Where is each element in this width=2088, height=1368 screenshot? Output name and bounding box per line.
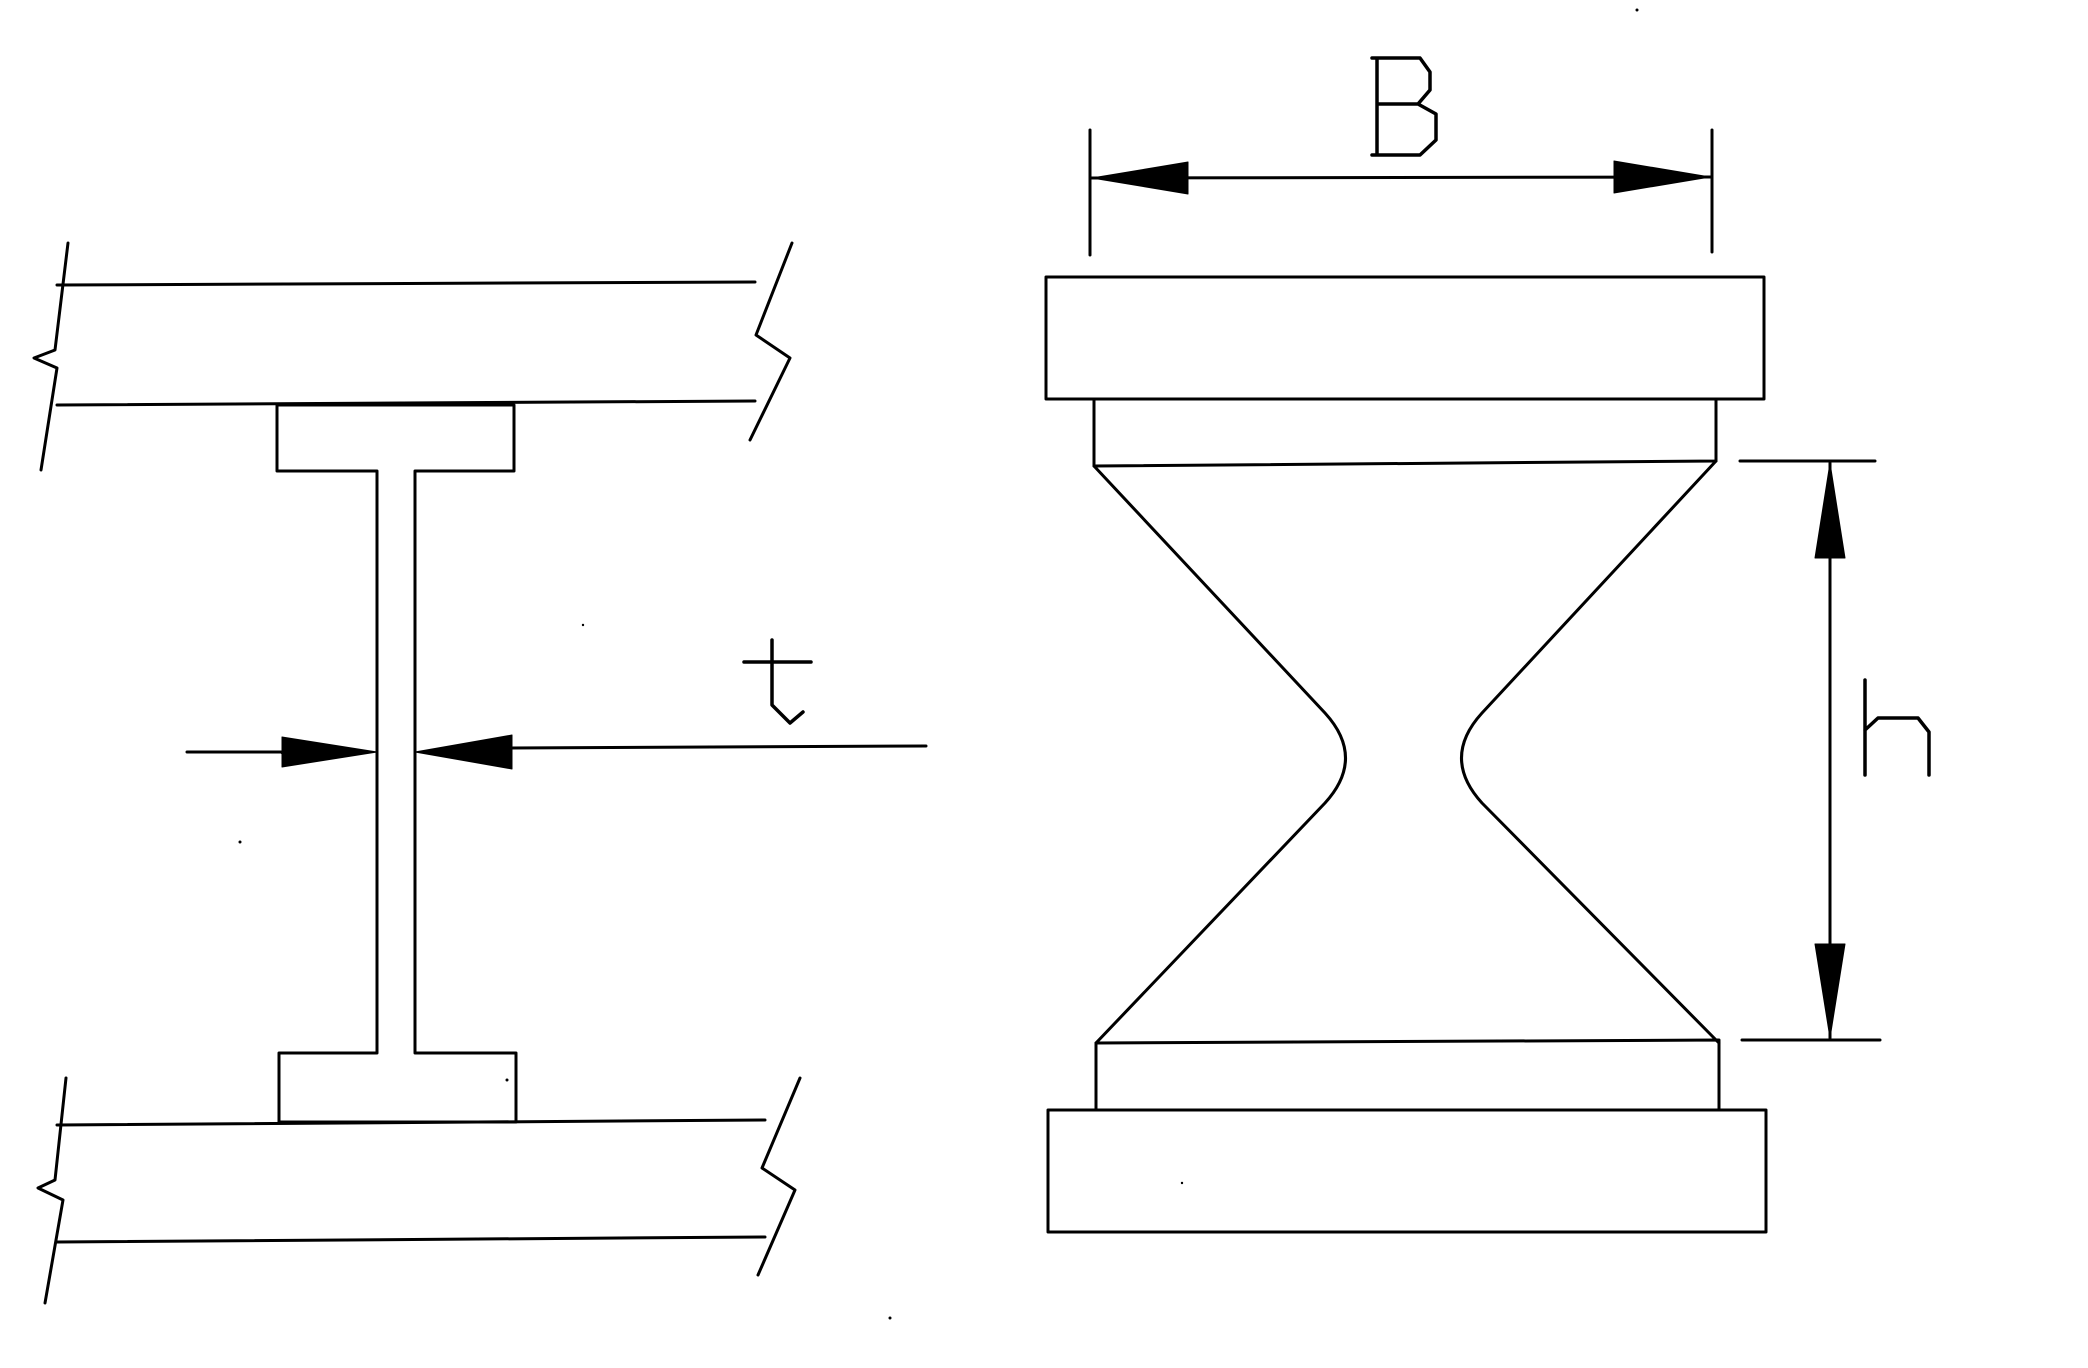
lower-slab-bottom-edge [55,1235,767,1244]
hourglass-damper-assembly: B h [1044,56,1931,1234]
i-section-assembly: t [32,241,928,1305]
scan-specks [238,8,1639,1320]
thickness-left-arrowhead [281,736,378,768]
upper-slab-top-edge [55,280,757,287]
lower-slab-right-break-line [756,1076,802,1277]
width-right-arrowhead [1613,160,1711,194]
upper-slab-right-break-line [748,241,794,442]
width-dimension: B [1088,56,1714,257]
i-section-profile [275,403,518,1124]
hourglass-web-outline [1092,459,1721,1045]
width-label: B [1400,109,1401,111]
height-dimension: h [1738,459,1931,1042]
top-plate [1044,275,1766,401]
width-dimension-line [1088,175,1714,180]
height-top-arrowhead [1814,462,1846,559]
height-label-glyph [1863,678,1931,777]
height-bottom-arrowhead [1814,943,1846,1039]
thickness-label-glyph [742,638,813,725]
height-label: h [1895,744,1896,746]
upper-slab-bottom-edge [55,399,757,407]
width-left-arrowhead [1091,161,1189,195]
bottom-neck [1094,1038,1721,1112]
width-label-glyph [1370,56,1438,157]
upper-slab [32,241,794,472]
thickness-right-leader [508,744,928,750]
bottom-plate [1046,1108,1768,1234]
top-neck [1092,397,1718,468]
thickness-dimension: t [185,638,928,770]
upper-slab-left-break-line [32,241,70,472]
lower-slab-left-break-line [36,1076,68,1305]
thickness-right-arrowhead [414,734,513,770]
lower-slab [36,1076,802,1305]
